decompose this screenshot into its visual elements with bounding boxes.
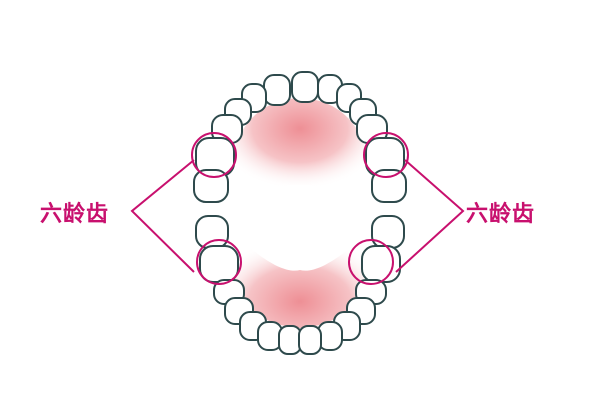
- label-six-year-molar-right: 六龄齿: [466, 202, 536, 227]
- highlight-lower-left: [196, 239, 242, 285]
- molar-highlights: [191, 132, 409, 285]
- upper-gum: [227, 98, 373, 200]
- callout-lines: [130, 159, 465, 273]
- lower-gum: [221, 222, 379, 328]
- label-six-year-molar-left: 六龄齿: [40, 202, 110, 227]
- highlight-upper-right: [363, 132, 409, 178]
- highlight-upper-left: [191, 132, 237, 178]
- highlight-lower-right: [348, 239, 394, 285]
- upper-teeth: [193, 71, 407, 203]
